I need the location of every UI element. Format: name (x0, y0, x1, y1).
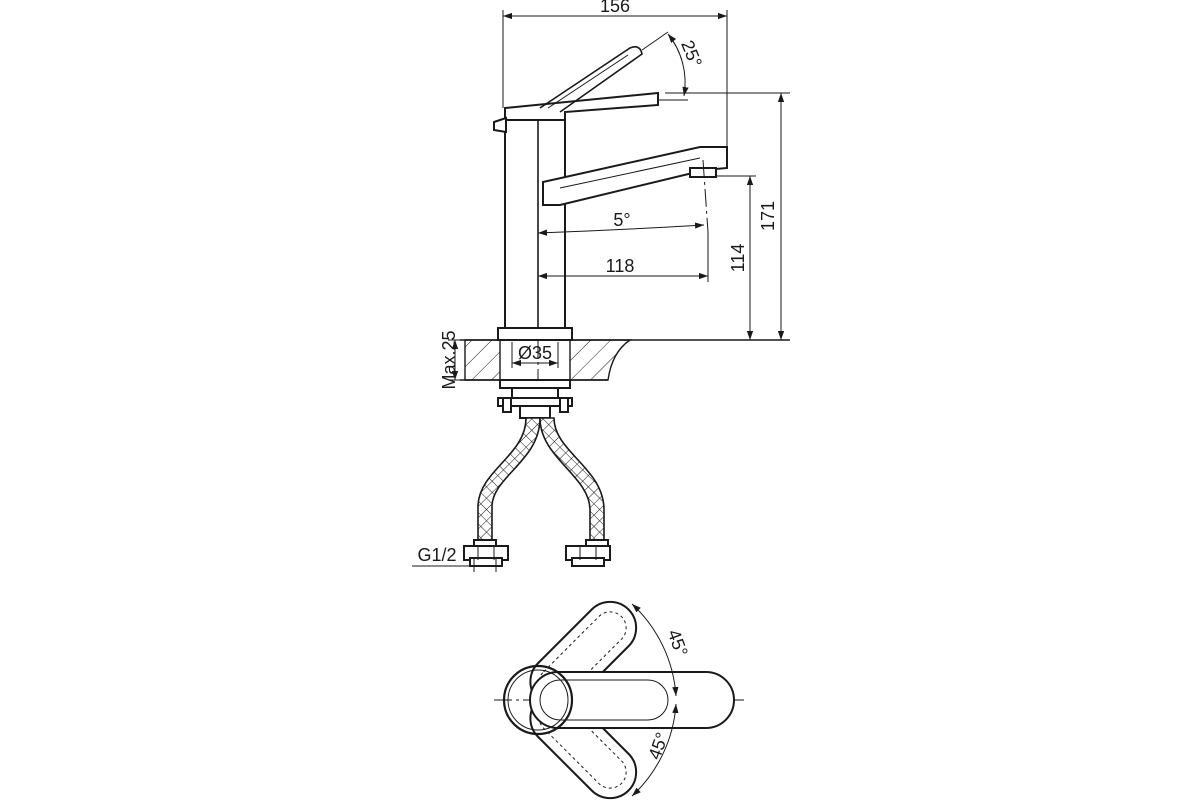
spout-angle-arc (537, 222, 705, 236)
mounting-nut (511, 387, 559, 399)
lever-raised-outline (539, 46, 643, 113)
countertop-right-hatch (569, 339, 633, 381)
hose-right-fitting (565, 539, 611, 567)
spout-inner-line (559, 157, 701, 189)
side-view: 156 25° 171 114 5° 118 Ma (412, 0, 790, 572)
spout-angle-label: 5° (613, 210, 630, 230)
faucet-body (497, 119, 573, 341)
lever-raised-inner (547, 54, 629, 109)
flexible-hoses (463, 417, 611, 567)
lever-angle-arc (667, 33, 689, 97)
upper-rotation-label: 45° (664, 627, 692, 659)
deck-thickness-label: Max.25 (439, 330, 459, 389)
spout-height-label: 114 (728, 244, 748, 273)
base-ring (497, 327, 573, 341)
cartridge-pin (493, 116, 507, 134)
body-inner-circle (507, 669, 569, 731)
lever-angle-label: 25° (677, 37, 706, 70)
lower-rotation-arc (631, 703, 679, 797)
faucet-column (504, 119, 566, 329)
lever-top-outline (539, 679, 669, 721)
hose-connector (519, 405, 551, 419)
lever-handle (493, 46, 659, 134)
hole-diameter-label: Ø35 (518, 343, 552, 363)
width-label: 156 (600, 0, 630, 16)
stud-right (559, 397, 569, 413)
aerator-centerline (702, 159, 709, 233)
lower-rotation-label: 45° (644, 730, 672, 762)
total-height-label: 171 (758, 201, 778, 231)
mounting-kit (497, 340, 573, 419)
body-top-circle (502, 664, 574, 736)
top-view: 45° 45° (494, 600, 745, 800)
washer (499, 379, 571, 389)
spout (542, 146, 728, 233)
countertop-section (460, 339, 790, 381)
aerator (689, 167, 717, 178)
upper-rotation-arc (631, 603, 679, 697)
spout-reach-label: 118 (606, 256, 635, 276)
countertop-left-hatch (464, 339, 501, 381)
hose-left-fitting (463, 539, 509, 567)
connection-thread-label: G1/2 (417, 545, 456, 565)
hose-right (539, 417, 605, 546)
stud-left (502, 397, 512, 413)
dimensions-side: 156 25° 171 114 5° 118 Ma (412, 0, 790, 572)
hose-left (477, 417, 541, 546)
